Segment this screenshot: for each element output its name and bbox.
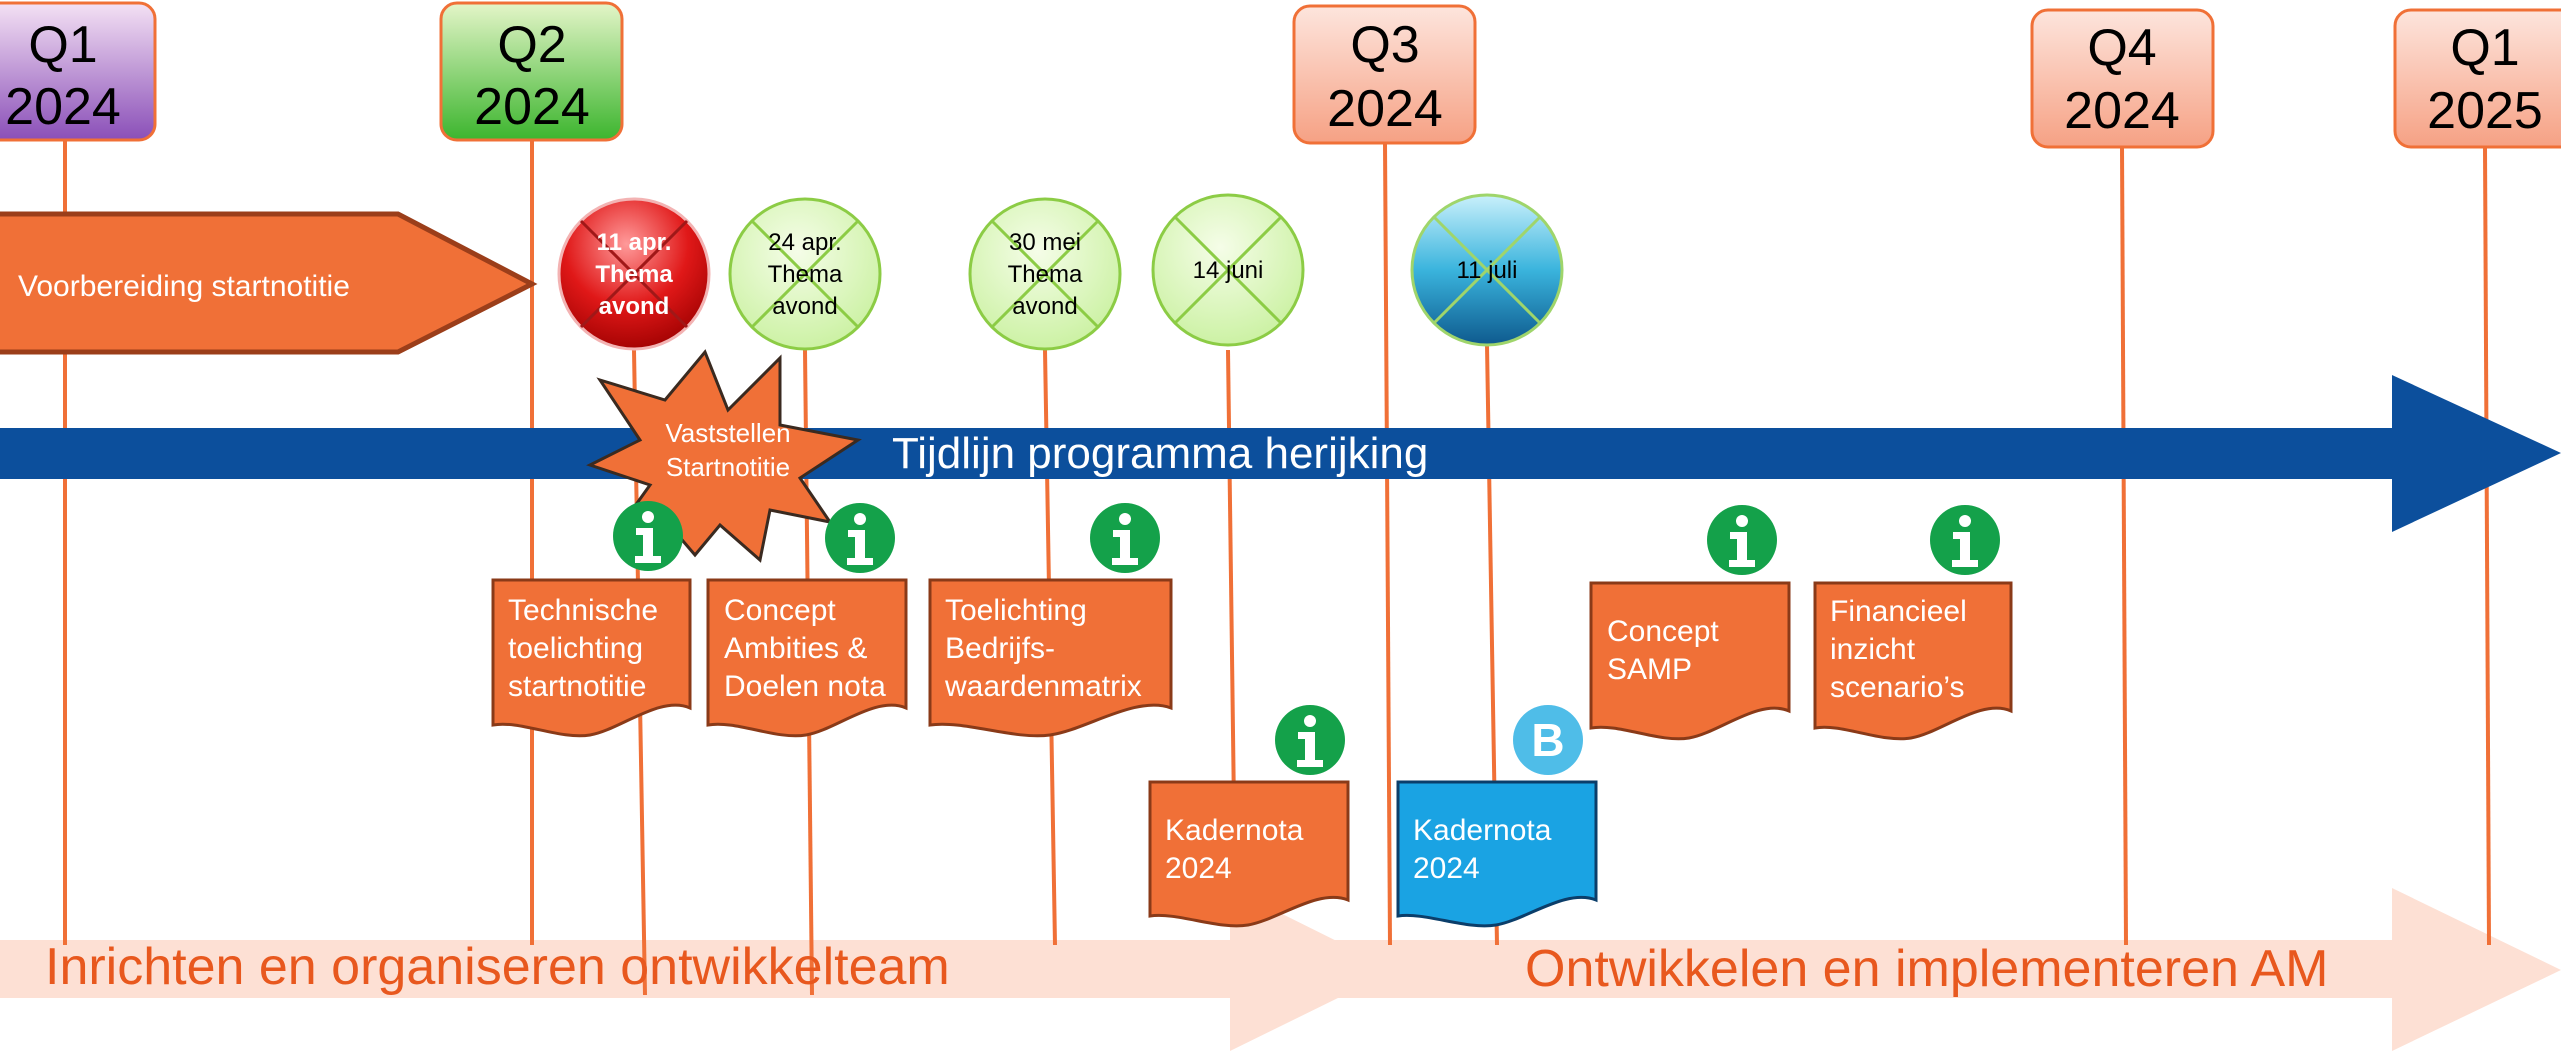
milestone-11-juli: 11 juli xyxy=(1410,193,1564,347)
quarter-line-q1-2025 xyxy=(2483,146,2491,946)
document-concept-samp: Concept SAMP xyxy=(1589,581,1791,741)
quarter-label-line1: Q3 xyxy=(1350,16,1419,74)
document-label: startnotitie xyxy=(508,670,646,703)
info-icon xyxy=(825,503,895,573)
milestone-label: 30 mei xyxy=(1009,229,1081,256)
quarter-label-line2: 2025 xyxy=(2427,82,2543,140)
cross-mark xyxy=(1173,215,1283,325)
milestone-label: 11 juli xyxy=(1457,257,1518,284)
phase-arrow-organise xyxy=(0,888,1395,1051)
milestone-14-juni: 14 juni xyxy=(1151,193,1305,347)
quarter-label-line1: Q2 xyxy=(497,16,566,74)
cross-mark xyxy=(1432,215,1542,325)
document-label: Ambities & xyxy=(724,632,867,665)
phase-arrow-develop xyxy=(760,888,2561,1051)
document-label: Kadernota xyxy=(1413,814,1552,847)
milestone-label: Thema xyxy=(595,261,673,288)
phase-band xyxy=(0,888,2561,1051)
document-label: waardenmatrix xyxy=(944,670,1142,703)
cross-mark xyxy=(579,219,689,329)
document-label: Financieel xyxy=(1830,595,1967,628)
quarter-label-line1: Q1 xyxy=(2450,19,2519,77)
quarter-box-q2-2024: Q2 2024 xyxy=(439,1,624,142)
milestone-label: Thema xyxy=(1008,261,1083,288)
quarter-box-q1-2024: Q1 2024 xyxy=(0,1,157,142)
quarter-line-q4-2024 xyxy=(2120,146,2128,946)
info-icon xyxy=(1707,505,1777,575)
quarter-label-line1: Q1 xyxy=(28,16,97,74)
milestone-24-apr: 24 apr. Thema avond xyxy=(728,197,882,351)
info-badges: B xyxy=(613,501,2000,775)
cross-mark xyxy=(990,219,1100,329)
document-label: Kadernota xyxy=(1165,814,1304,847)
main-arrow-label: Tijdlijn programma herijking xyxy=(892,429,1428,478)
burst-label: Startnotitie xyxy=(666,452,790,482)
document-technische-toelichting: Technische toelichting startnotitie xyxy=(491,578,692,738)
document-concept-ambities: Concept Ambities & Doelen nota xyxy=(706,578,908,738)
document-kadernota-2024-besluit: Kadernota 2024 xyxy=(1396,780,1598,928)
quarter-label-line2: 2024 xyxy=(1327,80,1443,138)
info-icon xyxy=(1090,503,1160,573)
preparation-label: Voorbereiding startnotitie xyxy=(18,270,350,303)
milestone-11-apr: 11 apr. Thema avond xyxy=(557,197,711,351)
document-label: Bedrijfs- xyxy=(945,632,1055,665)
quarter-box-q1-2025: Q1 2025 xyxy=(2393,8,2561,149)
preparation-arrow: Voorbereiding startnotitie xyxy=(0,211,538,355)
quarter-line-q3-2024 xyxy=(1383,142,1392,946)
document-label: Doelen nota xyxy=(724,670,886,703)
milestone-label: 11 apr. xyxy=(597,229,672,256)
quarter-box-q4-2024: Q4 2024 xyxy=(2030,8,2215,149)
cross-mark xyxy=(750,219,860,329)
milestone-label: avond xyxy=(599,293,670,320)
document-label: scenario’s xyxy=(1830,671,1965,704)
besluit-badge-icon: B xyxy=(1513,705,1583,775)
document-label: Concept xyxy=(1607,615,1719,648)
quarter-label-line2: 2024 xyxy=(474,78,590,136)
document-label: inzicht xyxy=(1830,633,1916,666)
document-label: toelichting xyxy=(508,632,643,665)
burst-label: Vaststellen xyxy=(665,418,790,448)
quarter-label-line1: Q4 xyxy=(2087,19,2156,77)
quarter-label-line2: 2024 xyxy=(2064,82,2180,140)
document-label: Toelichting xyxy=(945,594,1087,627)
phase-label-develop: Ontwikkelen en implementeren AM xyxy=(1525,940,2329,998)
document-label: 2024 xyxy=(1413,852,1480,885)
milestone-label: avond xyxy=(1012,293,1077,320)
quarter-label-line2: 2024 xyxy=(5,78,121,136)
document-label: Concept xyxy=(724,594,836,627)
milestone-30-mei: 30 mei Thema avond xyxy=(968,197,1122,351)
badge-letter: B xyxy=(1531,714,1564,766)
main-arrow: Tijdlijn programma herijking xyxy=(0,375,2561,532)
preparation-arrow-shape xyxy=(0,211,538,355)
quarter-box-q3-2024: Q3 2024 xyxy=(1292,4,1477,145)
phase-label-organise: Inrichten en organiseren ontwikkelteam xyxy=(45,938,950,996)
milestone-label: Thema xyxy=(768,261,843,288)
document-label: 2024 xyxy=(1165,852,1232,885)
document-label: Technische xyxy=(508,594,658,627)
info-icon xyxy=(613,501,683,571)
info-icon xyxy=(1275,705,1345,775)
document-label: SAMP xyxy=(1607,653,1692,686)
document-toelichting-bedrijfswaardenmatrix: Toelichting Bedrijfs- waardenmatrix xyxy=(928,578,1173,738)
milestone-label: avond xyxy=(772,293,837,320)
document-financieel-inzicht: Financieel inzicht scenario’s xyxy=(1813,581,2013,741)
document-kadernota-2024-info: Kadernota 2024 xyxy=(1148,780,1350,928)
info-icon xyxy=(1930,505,2000,575)
milestone-label: 24 apr. xyxy=(768,229,841,256)
milestone-label: 14 juni xyxy=(1193,257,1264,284)
main-arrow-shape xyxy=(0,375,2561,532)
